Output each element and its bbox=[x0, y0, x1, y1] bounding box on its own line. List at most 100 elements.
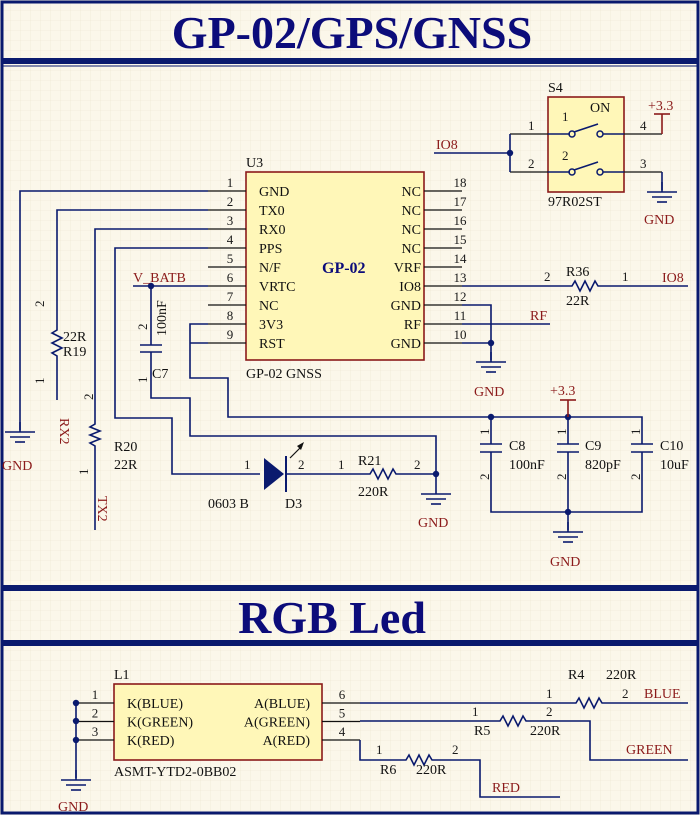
c7-designator: C7 bbox=[152, 367, 168, 382]
u3-footer-label: GP-02 GNSS bbox=[246, 367, 322, 382]
net-blue: BLUE bbox=[644, 687, 681, 702]
u3-body bbox=[245, 171, 425, 361]
s4-pin4: 4 bbox=[640, 118, 647, 133]
ground-symbols: GND GND GND GND GND GND bbox=[2, 182, 677, 815]
c7-value: 100nF bbox=[155, 300, 170, 336]
u3-pin-name: NC bbox=[402, 204, 421, 219]
l1-part: ASMT-YTD2-0BB02 bbox=[114, 765, 236, 780]
s4-part: 97R02ST bbox=[548, 195, 602, 210]
s4-sw1: 1 bbox=[562, 109, 569, 124]
l1-pin-name: K(GREEN) bbox=[127, 716, 193, 731]
net-red: RED bbox=[492, 781, 520, 796]
gnd-symbol: GND bbox=[550, 522, 583, 570]
l1-pin-name: K(RED) bbox=[127, 734, 175, 749]
u3-pin-number: 11 bbox=[454, 308, 467, 323]
r4-pin2: 2 bbox=[622, 686, 629, 701]
power-port-3v3-mid: +3.3 bbox=[550, 384, 576, 417]
r36-designator: R36 bbox=[566, 265, 589, 280]
r36-resistor: R36 22R 2 1 bbox=[544, 265, 629, 309]
r4-pin1: 1 bbox=[546, 686, 553, 701]
net-tx2: TX2 bbox=[94, 496, 109, 522]
r20-designator: R20 bbox=[114, 440, 137, 455]
u3-right-wiring bbox=[462, 285, 688, 360]
s4-pin1: 1 bbox=[528, 118, 535, 133]
net-3v3-mid: +3.3 bbox=[550, 384, 575, 399]
u3-pin-number: 8 bbox=[227, 308, 234, 323]
gnd-label: GND bbox=[418, 516, 448, 531]
l1-pin-name: A(RED) bbox=[263, 734, 311, 749]
u3-pin-number: 16 bbox=[454, 213, 468, 228]
section-title-gnss: GP-02/GPS/GNSS bbox=[172, 7, 532, 58]
decoupling-caps: C8 100nF C9 820pF C10 10uF 1 2 1 2 1 2 bbox=[477, 413, 689, 530]
r21-pin2: 2 bbox=[414, 457, 421, 472]
gnd-symbol: GND bbox=[474, 352, 506, 400]
r20-resistor: R20 22R 2 1 bbox=[76, 394, 138, 476]
r5-resistor: R5 220R 1 2 bbox=[472, 704, 561, 739]
c8-value: 100nF bbox=[509, 458, 545, 473]
r20-pin1: 1 bbox=[76, 469, 91, 476]
c8-designator: C8 bbox=[509, 439, 525, 454]
gnd-label: GND bbox=[550, 555, 580, 570]
net-rx2: RX2 bbox=[56, 418, 71, 444]
s4-designator: S4 bbox=[548, 81, 563, 96]
s4-pin3: 3 bbox=[640, 156, 647, 171]
r4-resistor: R4 220R 1 2 bbox=[546, 668, 637, 710]
u3-pin-name: PPS bbox=[259, 242, 282, 257]
c7-pin2: 2 bbox=[135, 324, 150, 331]
u3-pin-name: RF bbox=[404, 318, 421, 333]
net-rf: RF bbox=[530, 309, 547, 324]
u3-pin-name: NC bbox=[402, 223, 421, 238]
u3-pin-number: 1 bbox=[227, 175, 234, 190]
c8-pin1: 1 bbox=[477, 429, 492, 436]
gnd-symbol: GND bbox=[58, 770, 91, 815]
gnd-symbol: GND bbox=[644, 182, 677, 228]
net-green: GREEN bbox=[626, 743, 673, 758]
u3-pin-name: TX0 bbox=[259, 204, 285, 219]
l1-pin-number: 5 bbox=[339, 706, 346, 721]
u3-pin-name: N/F bbox=[259, 261, 281, 276]
u3-pin-number: 4 bbox=[227, 232, 234, 247]
r6-value: 220R bbox=[416, 763, 447, 778]
r21-value: 220R bbox=[358, 485, 389, 500]
r20-pin2: 2 bbox=[81, 394, 96, 401]
l1-right-pins: 6A(BLUE)5A(GREEN)4A(RED) bbox=[244, 687, 360, 749]
r4-designator: R4 bbox=[568, 668, 584, 683]
u3-pin-number: 15 bbox=[454, 232, 467, 247]
l1-pin-number: 4 bbox=[339, 724, 346, 739]
net-3v3-top: +3.3 bbox=[648, 99, 673, 114]
r19-value: 22R bbox=[63, 330, 87, 345]
u3-pin-number: 13 bbox=[454, 270, 467, 285]
c10-value: 10uF bbox=[660, 458, 689, 473]
c7-capacitor: 100nF C7 2 1 bbox=[135, 300, 170, 383]
r19-designator: R19 bbox=[63, 345, 86, 360]
l1-pin-number: 2 bbox=[92, 706, 99, 721]
d3-pin2: 2 bbox=[298, 457, 305, 472]
r6-pin1: 1 bbox=[376, 742, 383, 757]
gnd-symbol: GND bbox=[418, 484, 451, 531]
c10-pin1: 1 bbox=[628, 429, 643, 436]
c9-designator: C9 bbox=[585, 439, 601, 454]
u3-pin-number: 14 bbox=[454, 251, 468, 266]
r36-value: 22R bbox=[566, 294, 590, 309]
l1-rgb-led: L1 ASMT-YTD2-0BB02 1K(BLUE)2K(GREEN)3K(R… bbox=[76, 668, 360, 780]
s4-switch: S4 ON 97R02ST 1 2 1 2 3 4 bbox=[510, 81, 662, 210]
r36-pin1: 1 bbox=[622, 269, 629, 284]
c9-pin1: 1 bbox=[554, 429, 569, 436]
u3-pin-name: NC bbox=[259, 299, 278, 314]
u3-pin-name: GND bbox=[391, 299, 421, 314]
u3-pin-name: NC bbox=[402, 185, 421, 200]
r21-pin1: 1 bbox=[338, 457, 345, 472]
l1-designator: L1 bbox=[114, 668, 130, 683]
u3-pin-number: 9 bbox=[227, 327, 234, 342]
c10-pin2: 2 bbox=[628, 474, 643, 481]
u3-pin-number: 6 bbox=[227, 270, 234, 285]
c9-pin2: 2 bbox=[554, 474, 569, 481]
r19-resistor: 22R R19 2 1 bbox=[32, 301, 87, 385]
u3-pin-name: NC bbox=[402, 242, 421, 257]
gnd-label: GND bbox=[2, 459, 32, 474]
s4-pin2: 2 bbox=[528, 156, 535, 171]
net-v-batb: V_BATB bbox=[133, 271, 186, 286]
